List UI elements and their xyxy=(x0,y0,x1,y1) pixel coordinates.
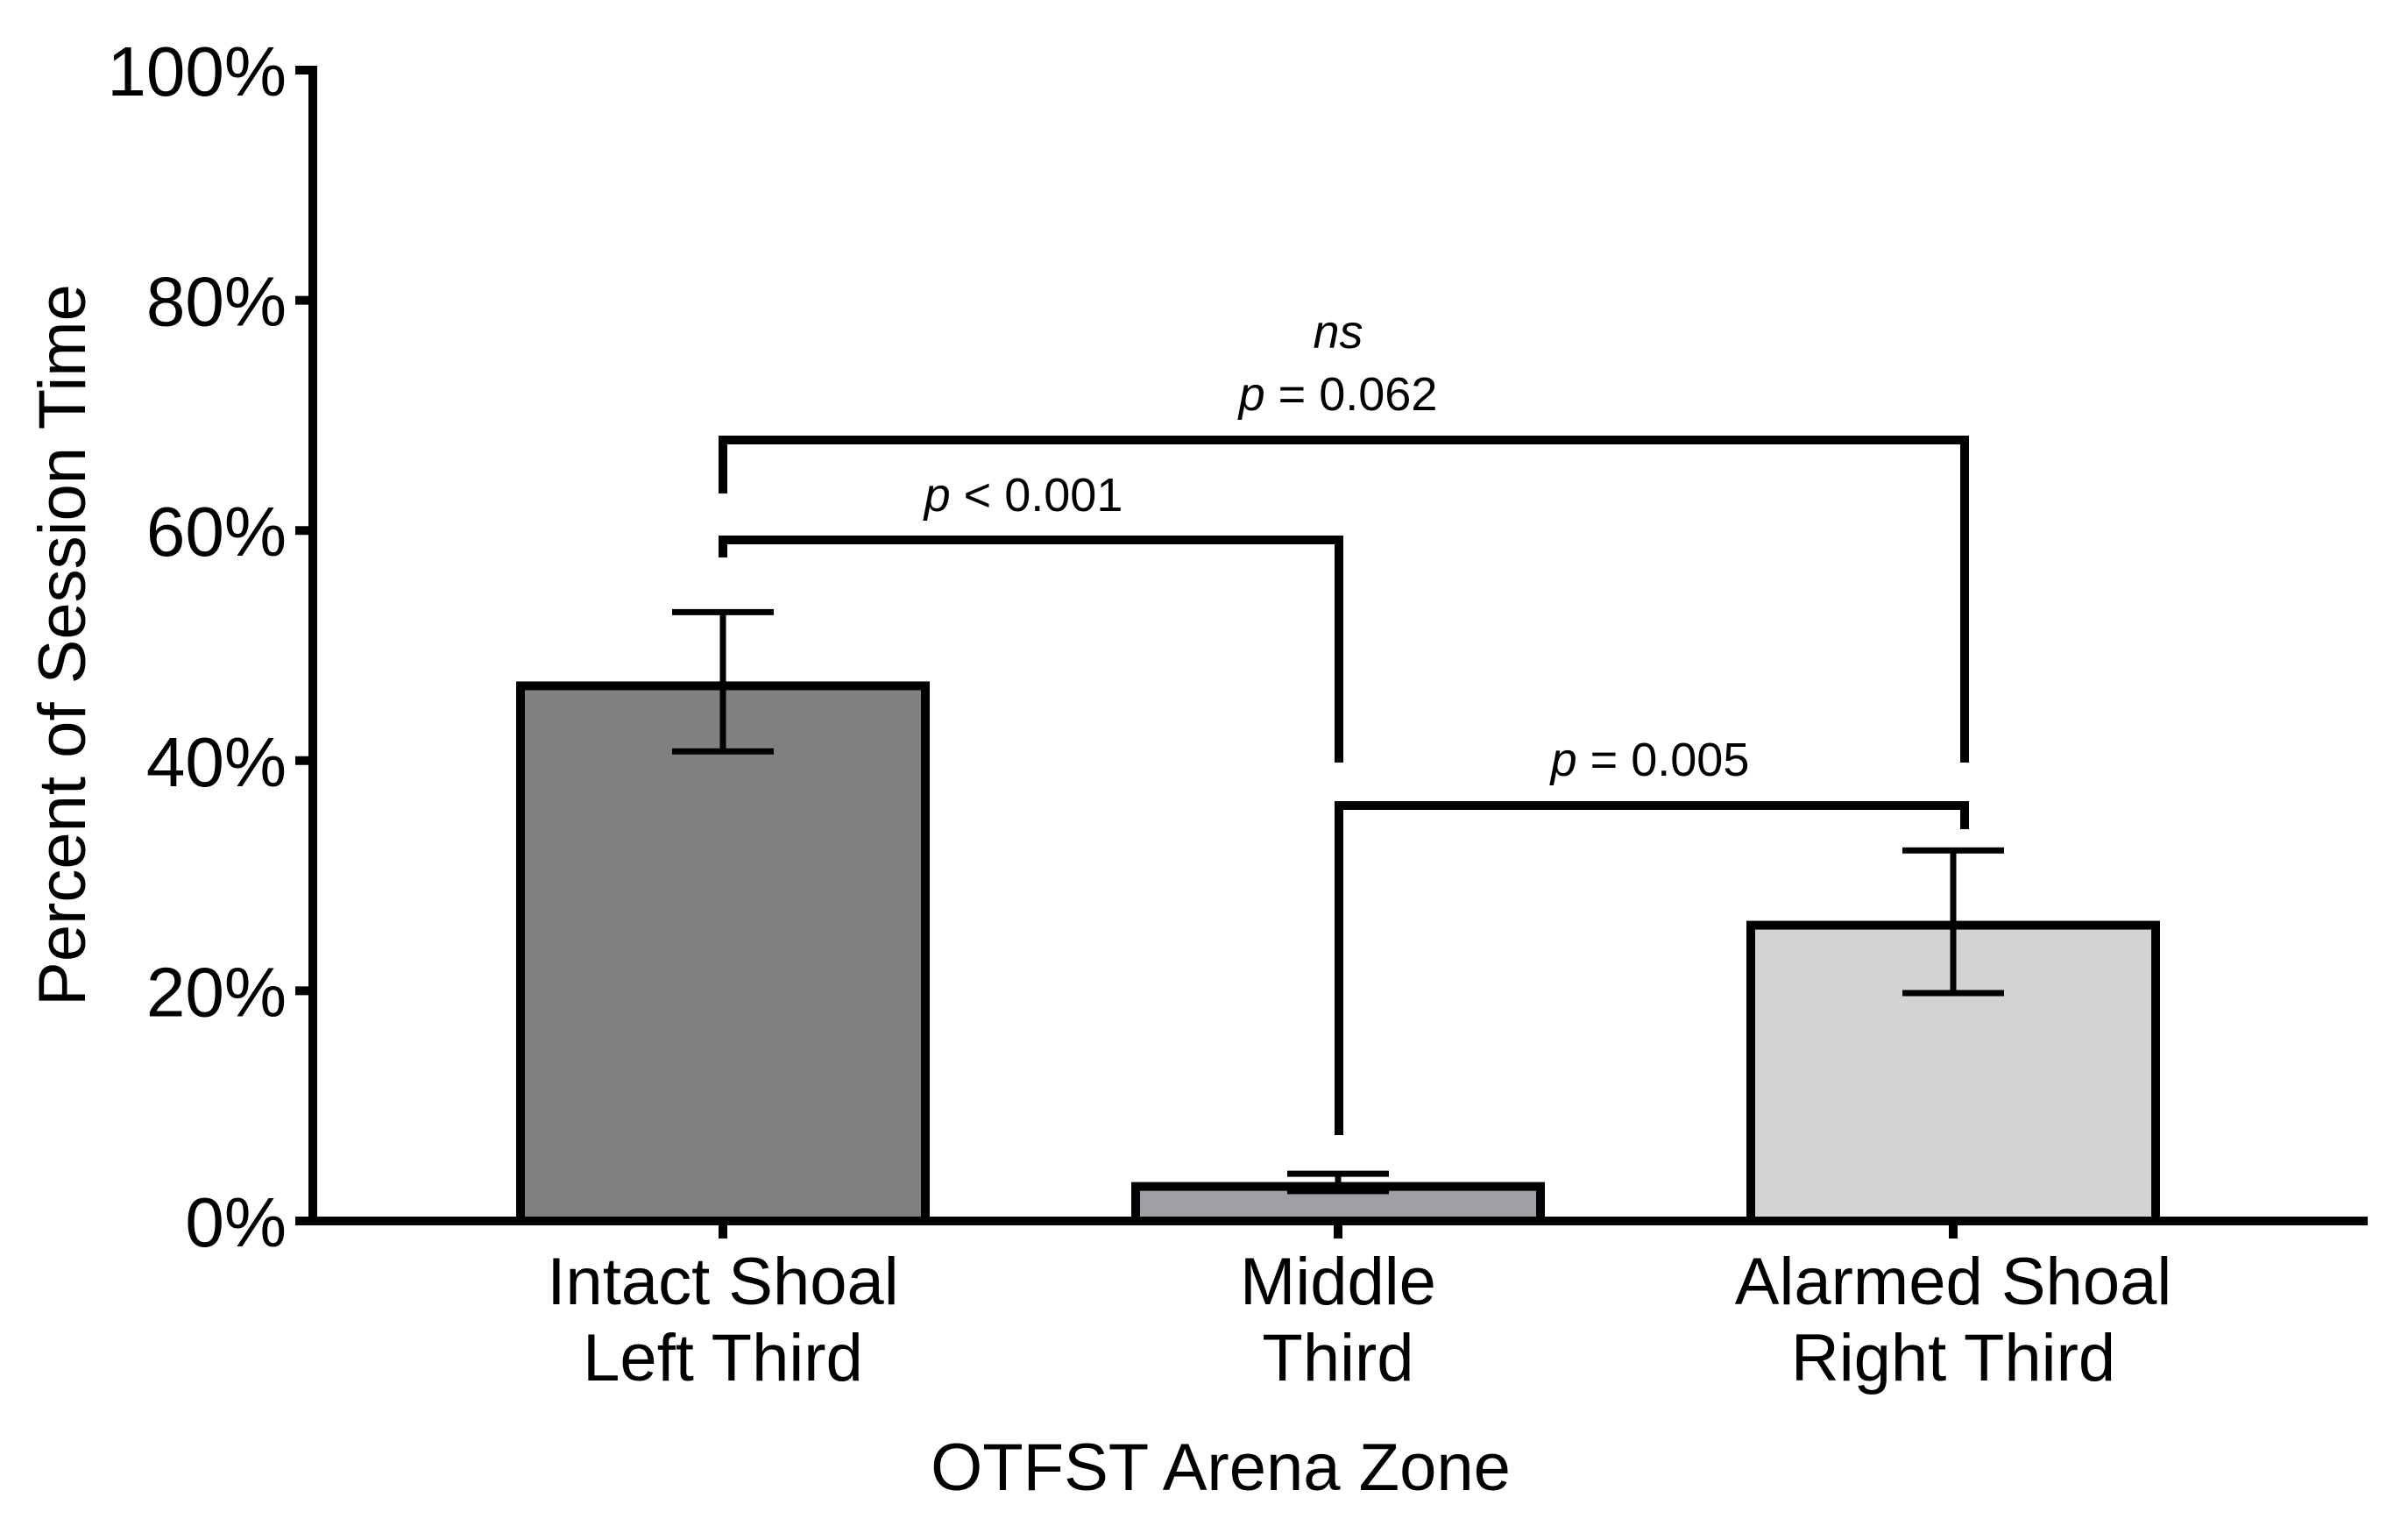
x-category-label: Middle xyxy=(1240,1245,1436,1319)
bar xyxy=(516,681,930,1225)
x-category-label: Left Third xyxy=(583,1321,863,1395)
p-symbol: p xyxy=(923,469,951,522)
p-value: = 0.005 xyxy=(1577,734,1750,786)
bar-group xyxy=(1131,1170,1545,1239)
significance-bracket: p < 0.001 xyxy=(719,469,1343,763)
bracket-line xyxy=(719,536,1343,763)
p-value-label: p = 0.062 xyxy=(1237,368,1438,421)
bracket-line xyxy=(1335,801,1969,1135)
x-category-label: Right Third xyxy=(1791,1321,2115,1395)
x-category-label: Third xyxy=(1262,1321,1413,1395)
y-tick-label: 0% xyxy=(185,1183,287,1261)
x-axis-title: OTFST Arena Zone xyxy=(931,1430,1511,1505)
p-value-label: p = 0.005 xyxy=(1549,734,1750,786)
y-tick-label: 20% xyxy=(146,953,287,1031)
significance-bracket: p = 0.005 xyxy=(1335,734,1969,1135)
y-tick-label: 40% xyxy=(146,723,287,801)
bar xyxy=(1746,920,2160,1225)
significance-bracket: nsp = 0.062 xyxy=(719,306,1969,763)
x-category-label: Intact Shoal xyxy=(547,1245,898,1319)
y-axis-title: Percent of Session Time xyxy=(25,284,100,1006)
p-symbol: p xyxy=(1549,734,1577,786)
x-category-label: Alarmed Shoal xyxy=(1735,1245,2172,1319)
y-tick-label: 60% xyxy=(146,493,287,571)
y-tick-label: 80% xyxy=(146,263,287,341)
p-value: = 0.062 xyxy=(1265,368,1438,421)
y-axis: 0% 20% 40% 60% 80% 100% xyxy=(107,32,313,1261)
p-value-label: p < 0.001 xyxy=(923,469,1123,522)
bars xyxy=(516,608,2160,1239)
bar-group xyxy=(516,608,930,1239)
significance-label: ns xyxy=(1313,306,1363,358)
bar-group xyxy=(1746,847,2160,1239)
p-symbol: p xyxy=(1237,368,1265,421)
bracket-line xyxy=(719,436,1969,763)
p-value: < 0.001 xyxy=(951,469,1123,522)
y-tick-label: 100% xyxy=(107,32,287,110)
